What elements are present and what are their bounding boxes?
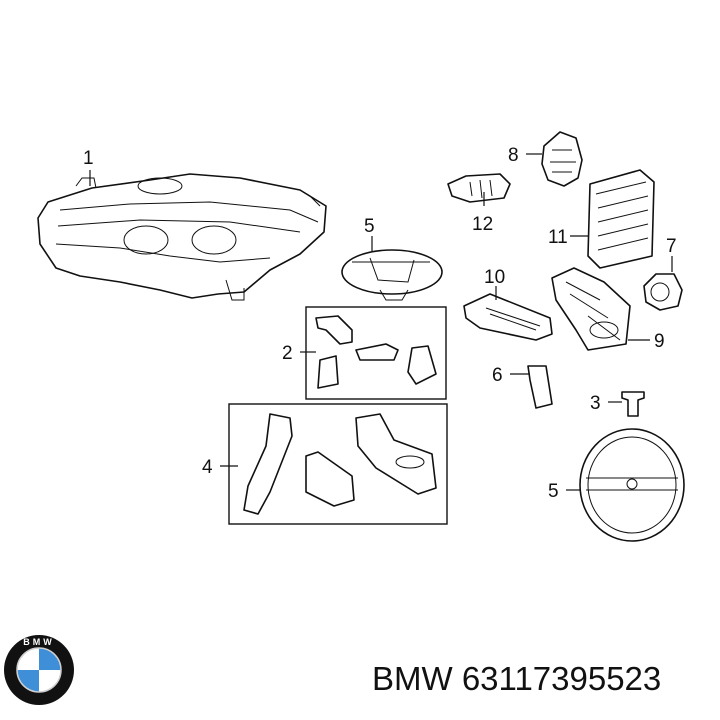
leader-lines [89,153,673,491]
caption-brand: BMW [372,660,453,697]
control-module [587,169,655,269]
callout-5-upper: 5 [364,216,375,237]
part-caption: BMW 63117395523 [372,660,661,698]
callout-6: 6 [492,365,503,386]
socket-housing [541,131,583,187]
hose-elbow [527,365,553,409]
bmw-logo-text: BMW [23,637,55,647]
callout-1: 1 [83,148,94,169]
callout-11: 11 [548,227,568,248]
callout-9: 9 [654,331,665,352]
vent-bracket [463,293,553,341]
cover-cap-upper [341,249,443,301]
callout-4: 4 [202,457,213,478]
headlight-assembly [37,173,327,301]
callout-7: 7 [666,236,677,257]
callout-numbers: 1 5 12 8 11 7 10 9 2 6 3 4 5 [83,145,677,502]
screw [621,391,645,417]
motor-unit [643,273,683,311]
callout-5-lower: 5 [548,481,559,502]
callout-10: 10 [484,267,505,288]
caption-part-number: 63117395523 [461,660,662,697]
callout-3: 3 [590,393,601,414]
support-bracket [551,267,631,351]
cover-cap-lower [579,428,685,542]
callout-2: 2 [282,343,293,364]
callout-8: 8 [508,145,519,166]
bracket-strip [447,173,511,203]
bracket-set-box [305,306,447,400]
callout-12: 12 [472,214,493,235]
bmw-logo: BMW [4,635,74,705]
mount-set-box [228,403,448,525]
